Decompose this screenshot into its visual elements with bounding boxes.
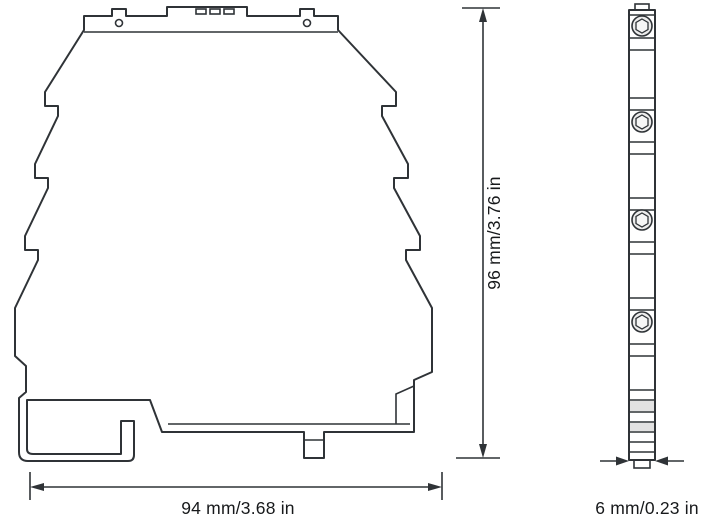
- terminal-screw-2: [631, 111, 653, 133]
- terminal-screw-4: [631, 311, 653, 333]
- arrowhead-left-icon: [30, 483, 44, 491]
- arrowhead-left-icon: [655, 456, 668, 466]
- depth-dimension-label: 6 mm/0.23 in: [595, 498, 699, 518]
- arrowhead-up-icon: [479, 8, 487, 22]
- width-dimension-label: 94 mm/3.68 in: [181, 498, 295, 518]
- width-dimension: 94 mm/3.68 in: [29, 472, 443, 518]
- side-view: [628, 3, 656, 469]
- module-profile-outline: [14, 6, 433, 462]
- cap-marker-rect: [209, 8, 221, 15]
- arrowhead-down-icon: [479, 444, 487, 458]
- side-shade-band: [630, 401, 654, 411]
- cap-screw-detail: [114, 18, 124, 28]
- cap-marker-rect: [195, 8, 207, 15]
- terminal-screw-1: [631, 15, 653, 37]
- depth-dimension: 6 mm/0.23 in: [595, 456, 699, 518]
- side-section-lines: [629, 14, 655, 453]
- rail-channel-step: [395, 385, 415, 424]
- arrowhead-right-icon: [616, 456, 629, 466]
- cap-marker-rect: [223, 8, 235, 15]
- cap-screw-detail: [302, 18, 312, 28]
- side-shade-band: [630, 423, 654, 431]
- side-body-outline: [628, 9, 656, 461]
- front-view: [14, 6, 433, 462]
- arrowhead-right-icon: [428, 483, 442, 491]
- side-bottom-tab: [633, 459, 651, 469]
- terminal-screw-3: [631, 209, 653, 231]
- height-dimension-label: 96 mm/3.76 in: [484, 176, 504, 290]
- height-dimension: 96 mm/3.76 in: [456, 7, 504, 459]
